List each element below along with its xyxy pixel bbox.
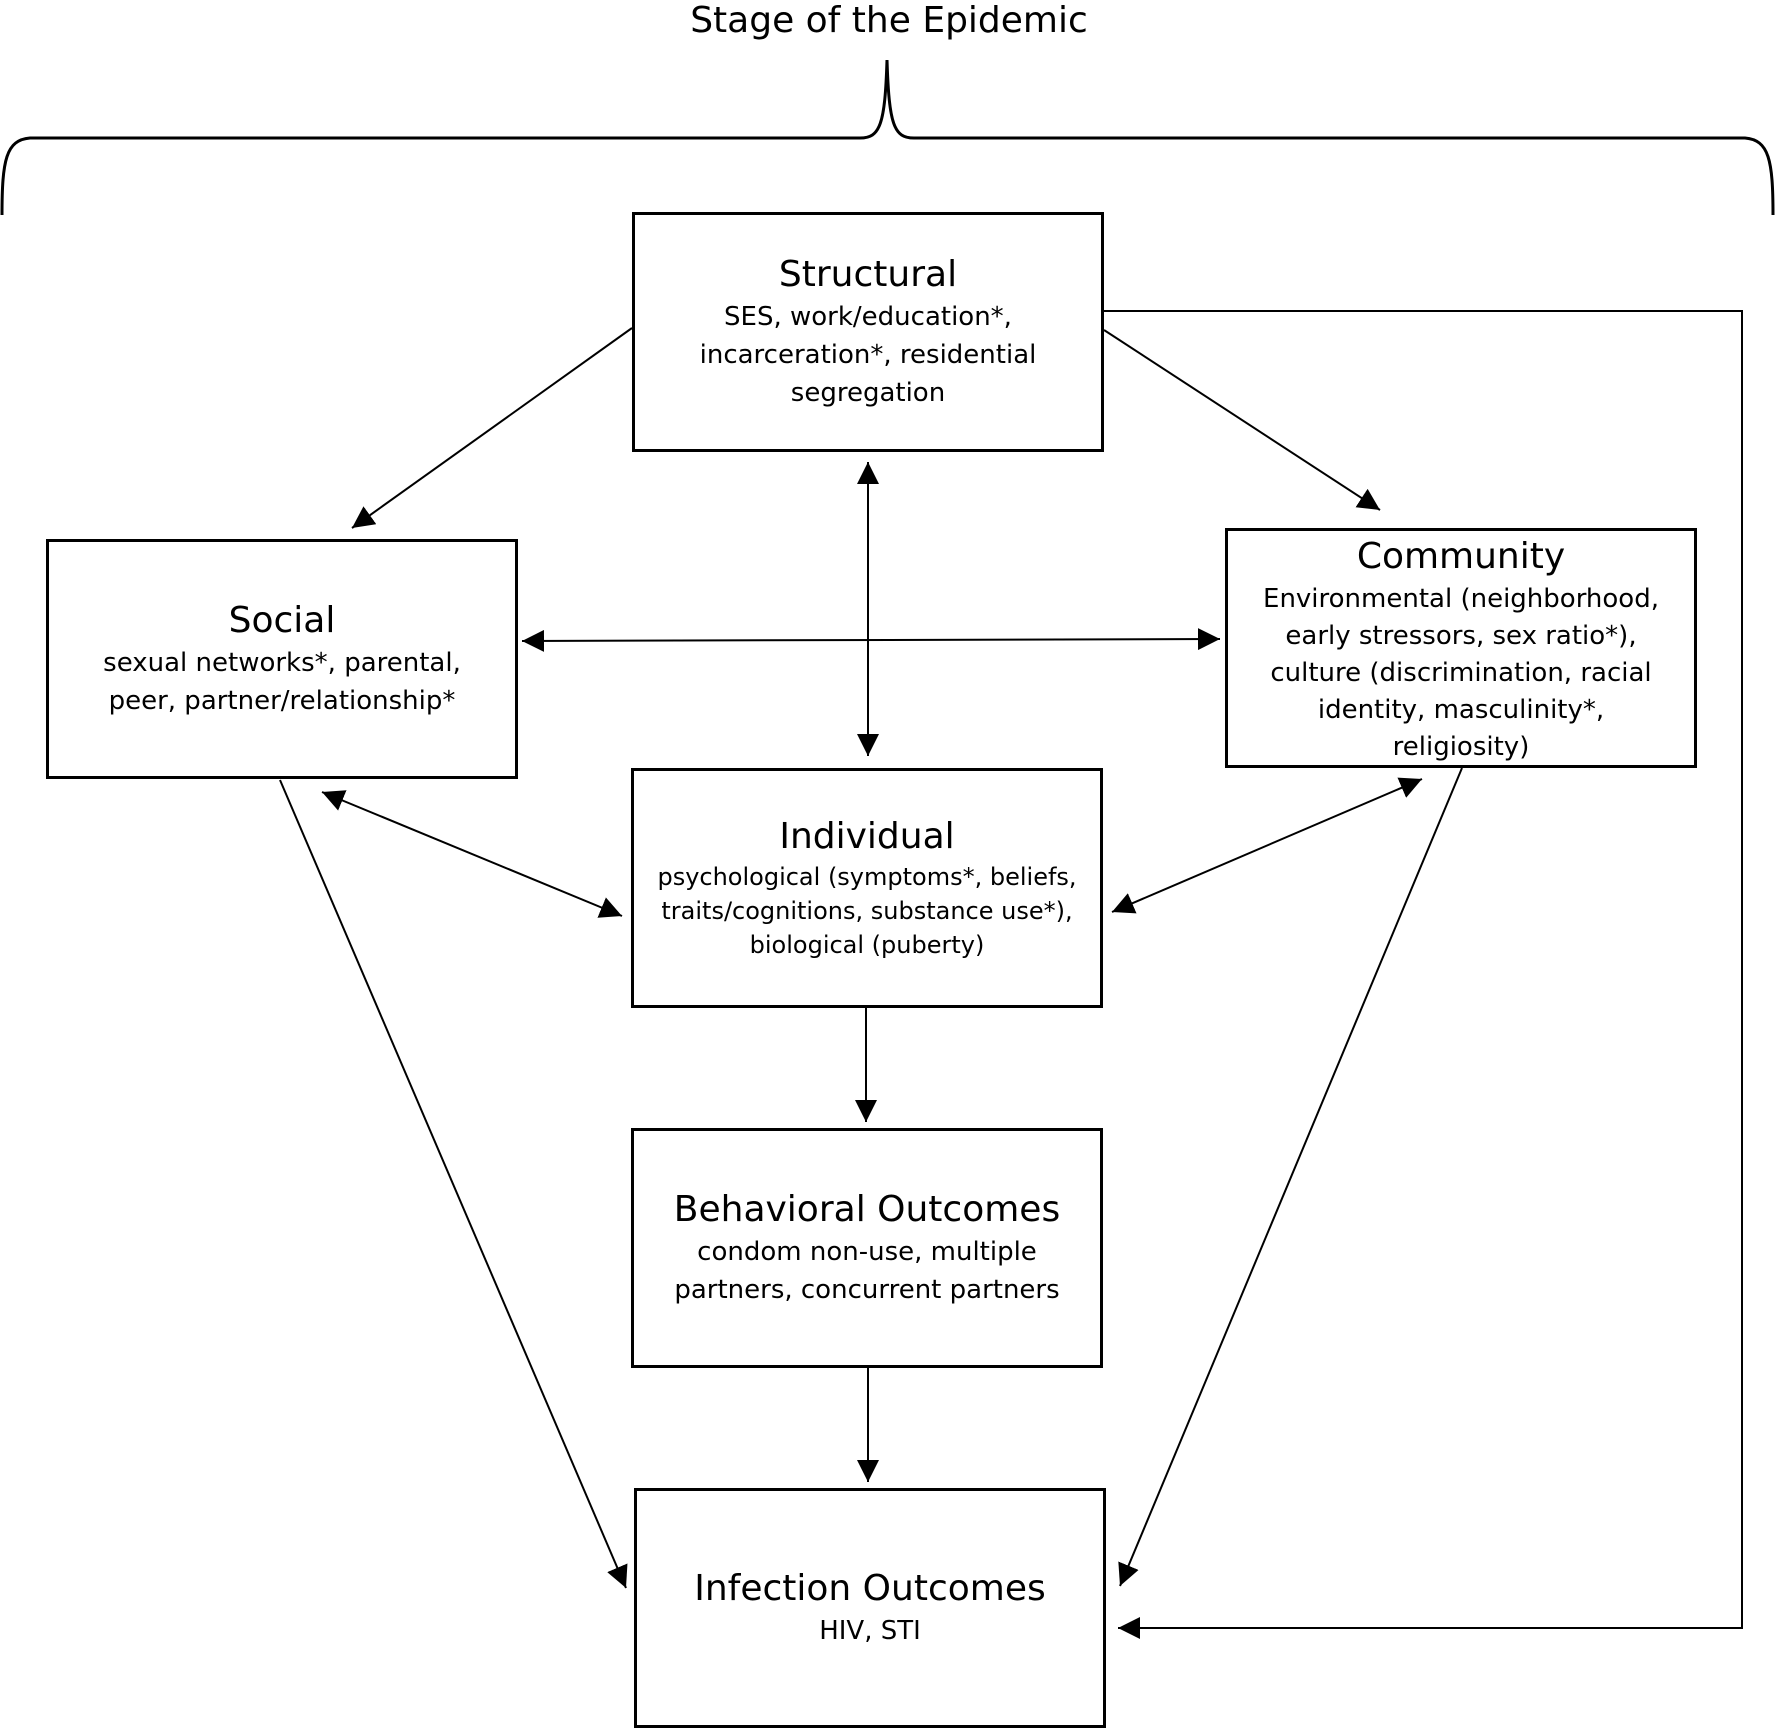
behavioral-outcomes-title: Behavioral Outcomes (673, 1189, 1061, 1230)
individual-box: Individual psychological (symptoms*, bel… (631, 768, 1103, 1008)
infection-outcomes-description: HIV, STI (819, 1616, 921, 1646)
arrow-community-to-infection (1118, 767, 1463, 1587)
behavioral-outcomes-description: condom non-use, multiple partners, concu… (674, 1237, 1060, 1305)
social-description: sexual networks*, parental, peer, partne… (103, 648, 461, 716)
structural-title: Structural (778, 254, 958, 295)
individual-title: Individual (779, 816, 955, 857)
community-description: Environmental (neighborhood, early stres… (1263, 584, 1659, 762)
arrow-social-to-infection (279, 779, 628, 1589)
infection-outcomes-box: Infection Outcomes HIV, STI (634, 1488, 1106, 1728)
diagram-title: Stage of the Epidemic (690, 0, 1088, 41)
arrow-social-community (521, 628, 1221, 652)
arrow-social-individual (321, 790, 623, 918)
social-box: Social sexual networks*, parental, peer,… (46, 539, 518, 779)
arrow-structural-to-infection (1104, 310, 1743, 1639)
social-title: Social (228, 600, 336, 641)
structural-description: SES, work/education*, incarceration*, re… (699, 302, 1037, 408)
individual-description: psychological (symptoms*, beliefs, trait… (657, 863, 1077, 959)
structural-box: Structural SES, work/education*, incarce… (632, 212, 1104, 452)
arrow-community-individual (1111, 777, 1423, 914)
behavioral-outcomes-box: Behavioral Outcomes condom non-use, mult… (631, 1128, 1103, 1368)
arrow-structural-to-community (1103, 329, 1381, 511)
community-title: Community (1356, 536, 1566, 577)
arrow-structural-to-social (351, 327, 633, 529)
epidemic-stage-brace (0, 59, 1775, 216)
community-box: Community Environmental (neighborhood, e… (1225, 528, 1697, 768)
infection-outcomes-title: Infection Outcomes (694, 1568, 1046, 1609)
